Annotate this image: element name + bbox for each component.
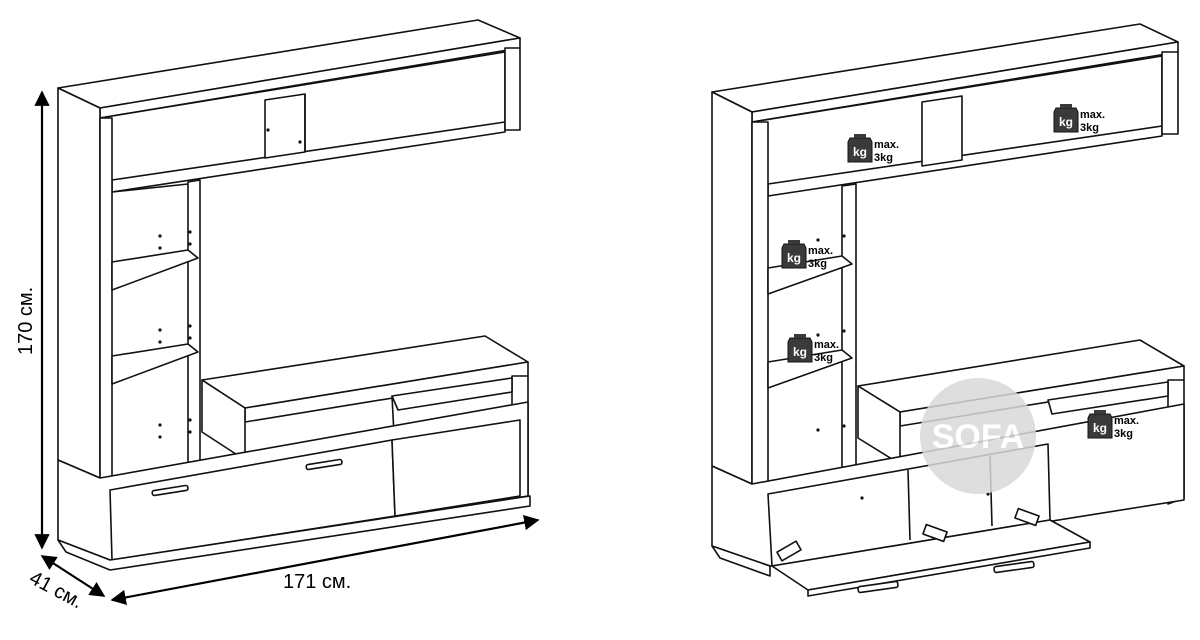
kg-icon: kg [1093, 421, 1107, 435]
svg-text:max.: max. [808, 245, 833, 257]
weight-limit-badge-2: kg max. 3kg [1053, 104, 1105, 134]
wall-unit-dimensioned: 170 см. 41 см. 171 см. [15, 19, 540, 613]
shelf-pin-holes [158, 128, 302, 439]
hinge-icon [776, 507, 1040, 562]
depth-label: 41 см. [26, 567, 87, 613]
kg-icon: kg [853, 145, 867, 159]
svg-text:SOFA: SOFA [932, 418, 1025, 456]
kg-icon: kg [1059, 115, 1073, 129]
sofa-watermark: SOFA [920, 378, 1036, 494]
svg-text:3kg: 3kg [874, 152, 893, 164]
svg-text:3kg: 3kg [1080, 122, 1099, 134]
wall-unit-load-limits: SOFA kg max. 3kg kg max. 3kg kg max. 3kg… [711, 23, 1185, 597]
svg-text:3kg: 3kg [1114, 428, 1133, 440]
svg-text:max.: max. [874, 139, 899, 151]
kg-icon: kg [787, 251, 801, 265]
weight-limit-badge-3: kg max. 3kg [781, 240, 833, 270]
handle-icon [151, 484, 189, 497]
depth-dimension-arrow [40, 555, 106, 597]
svg-text:3kg: 3kg [808, 258, 827, 270]
svg-text:max.: max. [1114, 415, 1139, 427]
kg-icon: kg [793, 345, 807, 359]
weight-limit-badge-1: kg max. 3kg [847, 134, 899, 164]
svg-text:max.: max. [1080, 109, 1105, 121]
weight-limit-badge-5: kg max. 3kg [1087, 410, 1139, 440]
width-label: 171 см. [283, 571, 351, 593]
weight-limit-badge-4: kg max. 3kg [787, 334, 839, 364]
left-side-panel [57, 87, 101, 479]
svg-text:3kg: 3kg [814, 352, 833, 364]
svg-text:max.: max. [814, 339, 839, 351]
width-dimension-arrow [110, 514, 540, 606]
height-label: 170 см. [15, 287, 37, 355]
